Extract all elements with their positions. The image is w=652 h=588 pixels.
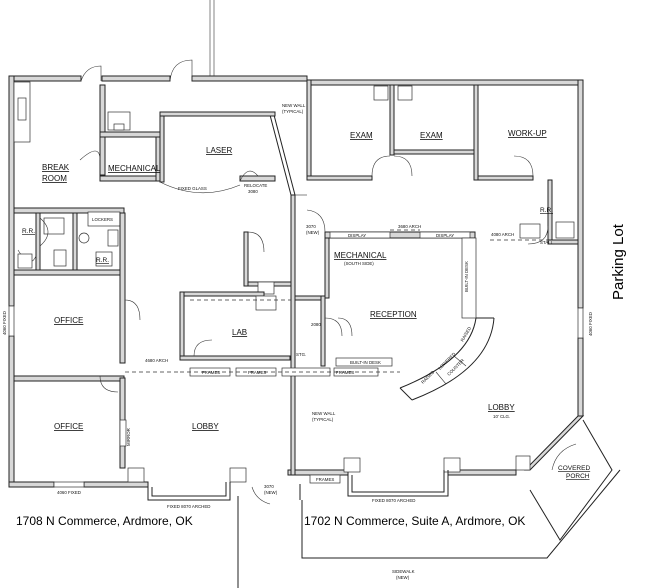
note-frames: FRAMES: [202, 370, 220, 375]
note-display: DISPLAY: [348, 233, 366, 238]
note-sidewalk: (NEW): [396, 575, 410, 580]
room-label-office: OFFICE: [54, 316, 83, 325]
room-label-office: OFFICE: [54, 422, 83, 431]
room-label-restroom: R.R.: [96, 257, 109, 264]
note-fixed-glass: FIXED GLASS: [178, 186, 207, 191]
note-built-in-desk: BUILT-IN DESK: [464, 261, 469, 292]
note-relocate: 3080: [248, 189, 258, 194]
room-label-exam: EXAM: [350, 131, 373, 140]
note-window: FIXED 8070 ARCHED: [372, 498, 415, 503]
exterior-walls: [8, 75, 585, 488]
note-frames: FRAMES: [316, 477, 334, 482]
entrance-bays: [127, 455, 531, 501]
note-arch: 3680 ARCH: [398, 224, 421, 229]
note-built-in-desk: BUILT-IN DESK: [350, 360, 381, 365]
note-door: 3070: [264, 484, 274, 489]
room-label-reception: RECEPTION: [370, 310, 417, 319]
note-window: 4060 FIXED: [588, 312, 593, 336]
note-frames: FRAMES: [336, 370, 354, 375]
note-new-wall: (TYPICAL): [282, 109, 304, 114]
room-label-laser: LASER: [206, 146, 232, 155]
note-arch: 4080 ARCH: [491, 232, 514, 237]
parking-lot-label: Parking Lot: [610, 223, 627, 300]
captions: 1708 N Commerce, Ardmore, OK 1702 N Comm…: [16, 223, 627, 528]
lab-area: [179, 231, 400, 484]
note-sidewalk: SIDEWALK: [392, 569, 415, 574]
room-label-workup: WORK-UP: [508, 129, 547, 138]
upper-right-rooms: [306, 79, 579, 401]
lobby-ceiling-note: 10' CLG.: [493, 414, 510, 419]
room-label-covered-porch: PORCH: [566, 473, 590, 480]
room-label-restroom: R.R.: [22, 228, 35, 235]
note-mirror: MIRROR: [126, 428, 131, 446]
note-counter: RAISED: [420, 370, 435, 385]
note-display: DISPLAY: [436, 233, 454, 238]
note-counter: RAISED: [460, 326, 473, 343]
room-label-restroom: R.R.: [540, 207, 553, 214]
demising-wall: [269, 114, 307, 476]
storage-label: STG.: [296, 352, 306, 357]
room-label-break-room: ROOM: [42, 174, 67, 183]
note-door: (NEW): [306, 230, 320, 235]
windows: [8, 0, 584, 488]
room-label-break-room: BREAK: [42, 163, 70, 172]
right-address-caption: 1702 N Commerce, Suite A, Ardmore, OK: [304, 514, 525, 528]
room-label-mechanical-south: MECHANICAL: [334, 251, 387, 260]
note-stall: STALL: [540, 240, 554, 245]
room-labels: EXAM EXAM WORK-UP LASER BREAK ROOM MECHA…: [22, 129, 590, 480]
room-label-lobby: LOBBY: [192, 422, 219, 431]
note-relocate: RELOCATE: [244, 183, 267, 188]
lockers-label: LOCKERS: [92, 217, 113, 222]
room-label-lobby: LOBBY: [488, 403, 515, 412]
plan-annotations: NEW WALL (TYPICAL) NEW WALL (TYPICAL) FI…: [2, 103, 593, 580]
mechanical-south-note: (SOUTH SIDE): [344, 261, 374, 266]
room-label-covered-porch: COVERED: [558, 465, 590, 472]
note-window: 4060 FIXED: [57, 490, 81, 495]
room-label-mechanical: MECHANICAL: [108, 164, 161, 173]
note-new-wall: (TYPICAL): [312, 417, 334, 422]
note-door: (NEW): [264, 490, 278, 495]
note-window: FIXED 8070 ARCHED: [167, 504, 210, 509]
note-window: 4060 FIXED: [2, 311, 7, 335]
room-label-exam: EXAM: [420, 131, 443, 140]
note-arch: 4680 ARCH: [145, 358, 168, 363]
left-address-caption: 1708 N Commerce, Ardmore, OK: [16, 514, 193, 528]
room-label-lab: LAB: [232, 328, 247, 337]
note-door: 3070: [306, 224, 316, 229]
note-new-wall: NEW WALL: [312, 411, 336, 416]
upper-left-rooms: [13, 59, 276, 469]
note-new-wall: NEW WALL: [282, 103, 306, 108]
note-door: 2080: [311, 322, 321, 327]
porch-sidewalk: [237, 419, 621, 588]
note-frames: FRAMES: [248, 370, 266, 375]
